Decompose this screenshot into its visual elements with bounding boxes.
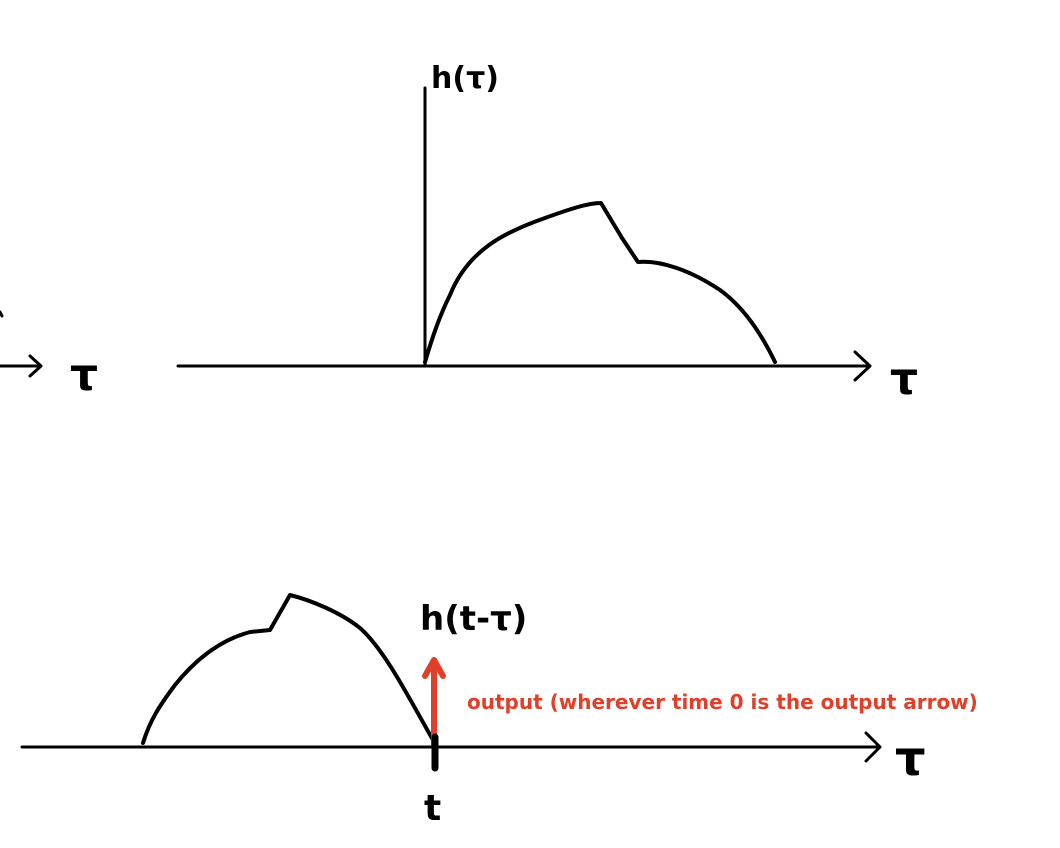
- bottom-x-axis-arrowhead: [864, 731, 882, 763]
- output-annotation: output (wherever time 0 is the output ar…: [467, 690, 978, 714]
- output-arrow: [422, 657, 446, 748]
- top-x-axis-label: τ: [890, 354, 918, 405]
- left-fragment: τ: [0, 310, 98, 401]
- bottom-function-label: h(t-τ): [420, 599, 527, 639]
- top-impulse-response-curve: [423, 201, 777, 364]
- top-y-axis-label: h(τ): [431, 61, 499, 96]
- left-fragment-axis-arrow: [0, 354, 43, 378]
- bottom-plot: τ h(t-τ) output (wherever time 0 is the …: [20, 593, 978, 829]
- bottom-flipped-response-curve: [141, 593, 435, 745]
- top-plot: h(τ) τ: [176, 61, 918, 405]
- left-fragment-tick: [0, 310, 4, 318]
- left-fragment-axis-label: τ: [70, 350, 98, 401]
- top-x-axis-arrowhead: [853, 350, 872, 382]
- bottom-x-axis-label: τ: [895, 731, 926, 787]
- t-marker-label: t: [424, 788, 441, 829]
